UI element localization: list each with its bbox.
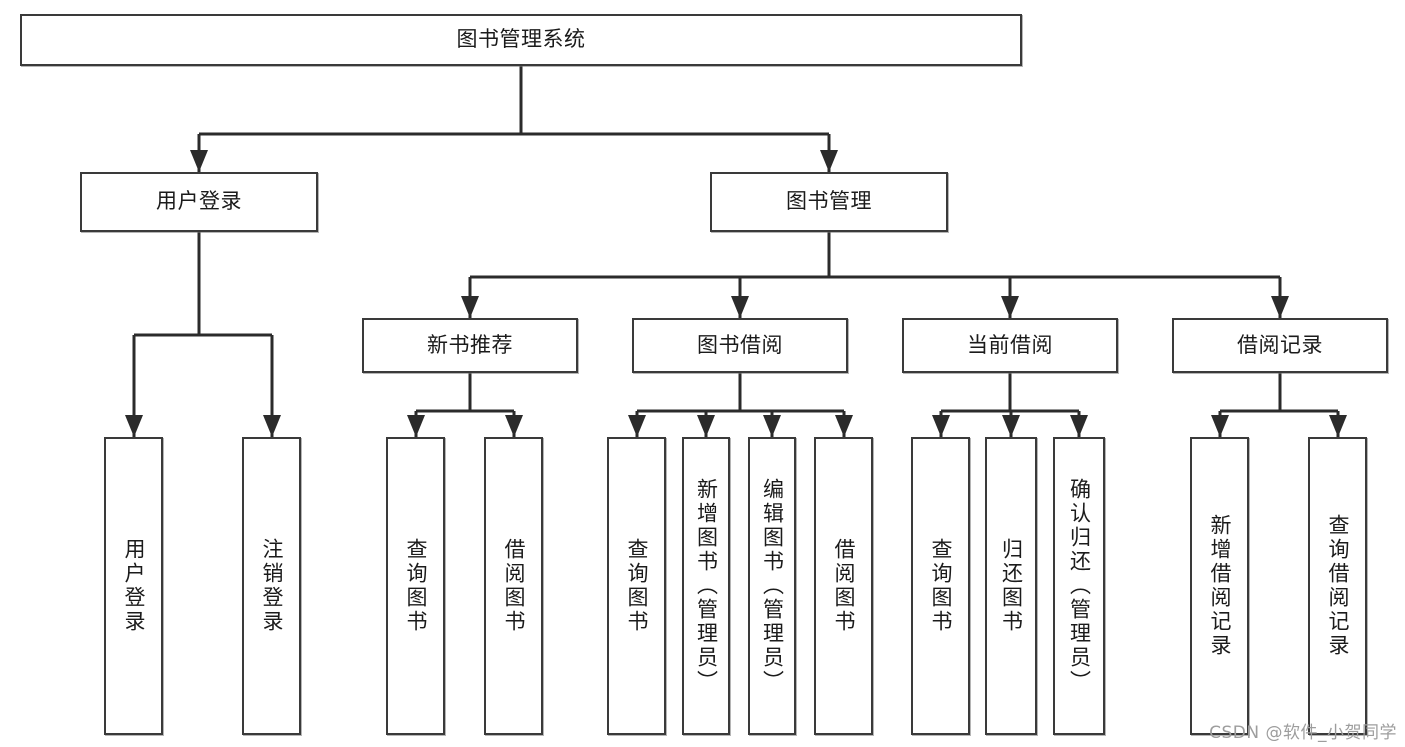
arrowhead: [1211, 415, 1229, 437]
node-label: 图书借阅: [697, 332, 783, 357]
arrowhead: [190, 150, 208, 172]
node-leaf-user-logout[interactable]: 注销登录: [242, 437, 301, 735]
node-leaf-query-book-2[interactable]: 查询图书: [607, 437, 666, 735]
arrowhead: [461, 296, 479, 318]
node-book-manage[interactable]: 图书管理: [710, 172, 948, 232]
node-label: 借阅图书: [502, 538, 526, 634]
node-leaf-confirm-return[interactable]: 确认归还（管理员）: [1053, 437, 1105, 735]
node-leaf-borrow-book-1[interactable]: 借阅图书: [484, 437, 543, 735]
node-label: 归还图书: [999, 538, 1024, 634]
node-label: 新增图书（管理员）: [694, 478, 719, 694]
arrowhead: [263, 415, 281, 437]
node-label: 新书推荐: [427, 332, 513, 357]
node-borrow-record[interactable]: 借阅记录: [1172, 318, 1388, 373]
arrowhead: [835, 415, 853, 437]
arrowhead: [125, 415, 143, 437]
node-label: 查询图书: [625, 538, 649, 634]
node-label: 图书管理: [786, 189, 872, 214]
node-new-book-recommend[interactable]: 新书推荐: [362, 318, 578, 373]
arrowhead: [505, 415, 523, 437]
arrowhead: [1002, 415, 1020, 437]
node-leaf-query-record[interactable]: 查询借阅记录: [1308, 437, 1367, 735]
node-label: 确认归还（管理员）: [1067, 478, 1092, 694]
node-current-borrow[interactable]: 当前借阅: [902, 318, 1118, 373]
node-label: 借阅图书: [832, 538, 856, 634]
node-leaf-edit-book[interactable]: 编辑图书（管理员）: [748, 437, 796, 735]
node-root[interactable]: 图书管理系统: [20, 14, 1022, 66]
node-label: 查询图书: [929, 538, 953, 634]
node-label: 借阅记录: [1237, 332, 1323, 357]
node-leaf-add-record[interactable]: 新增借阅记录: [1190, 437, 1249, 735]
arrowhead: [932, 415, 950, 437]
arrowhead: [628, 415, 646, 437]
arrowhead: [731, 296, 749, 318]
node-leaf-query-book-3[interactable]: 查询图书: [911, 437, 970, 735]
node-user-login[interactable]: 用户登录: [80, 172, 318, 232]
node-leaf-query-book-1[interactable]: 查询图书: [386, 437, 445, 735]
node-label: 查询图书: [404, 538, 428, 634]
node-label: 注销登录: [260, 538, 284, 634]
node-label: 用户登录: [156, 189, 242, 214]
watermark: CSDN @软件_小贺同学: [1209, 723, 1397, 743]
node-label: 编辑图书（管理员）: [760, 478, 785, 694]
arrowhead: [1271, 296, 1289, 318]
node-leaf-return-book[interactable]: 归还图书: [985, 437, 1037, 735]
node-label: 当前借阅: [967, 332, 1053, 357]
arrowhead: [407, 415, 425, 437]
arrowhead: [697, 415, 715, 437]
node-label: 图书管理系统: [456, 27, 586, 52]
node-leaf-add-book[interactable]: 新增图书（管理员）: [682, 437, 730, 735]
arrowhead: [1001, 296, 1019, 318]
node-label: 查询借阅记录: [1326, 514, 1350, 658]
node-label: 新增借阅记录: [1208, 514, 1232, 658]
node-leaf-user-login[interactable]: 用户登录: [104, 437, 163, 735]
node-book-borrow[interactable]: 图书借阅: [632, 318, 848, 373]
arrowhead: [820, 150, 838, 172]
node-leaf-borrow-book-2[interactable]: 借阅图书: [814, 437, 873, 735]
node-label: 用户登录: [122, 538, 146, 634]
arrowhead: [1070, 415, 1088, 437]
arrowhead: [763, 415, 781, 437]
arrowhead: [1329, 415, 1347, 437]
